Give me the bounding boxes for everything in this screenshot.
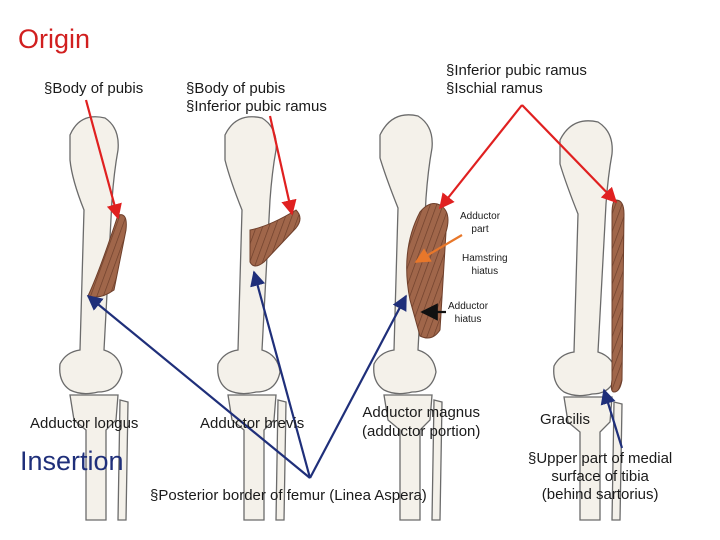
origin-label-brevis-line-1: §Body of pubis [186,80,286,97]
insertion-label-tibia: §Upper part of medial surface of tibia (… [528,450,672,504]
insertion-tibia-line-2: surface of tibia [551,468,649,485]
gracilis-name: Gracilis [540,411,591,428]
insertion-tibia-line-3: (behind sartorius) [541,486,659,503]
adductor-part-line-2: part [471,224,489,235]
adductor-hiatus-line-2: hiatus [454,314,482,325]
origin-label-longus: §Body of pubis [44,80,144,97]
insertion-arrow-gracilis [600,388,624,449]
origin-arrow-brevis [268,115,297,216]
adductor-magnus-name: Adductor magnus (adductor portion) [362,403,480,441]
femur-bone-3 [373,114,443,521]
insertion-arrow-magnus [309,294,407,479]
insertion-label-femur: §Posterior border of femur (Linea Aspera… [150,487,427,504]
hamstring-hiatus-line-2: hiatus [471,266,499,277]
origin-label-brevis: §Body of pubis §Inferior pubic ramus [186,80,327,116]
adductor-hiatus-label: Adductor hiatus [448,300,488,326]
adductor-brevis-muscle [249,209,301,267]
origin-label-magnus-gracilis-line-2: §Ischial ramus [446,80,543,97]
hamstring-hiatus-label: Hamstring hiatus [462,252,508,278]
insertion-tibia-line-1: §Upper part of medial [528,450,673,467]
origin-arrow-gracilis [521,104,618,204]
insertion-title: Insertion [20,446,124,476]
adductor-part-label: Adductor part [460,210,500,236]
adductor-magnus-line-1: Adductor magnus [362,404,480,421]
adductor-magnus-line-2: (adductor portion) [362,423,481,440]
adductor-hiatus-line-1: Adductor [448,301,489,312]
hamstring-hiatus-line-1: Hamstring [462,253,508,264]
origin-label-brevis-line-2: §Inferior pubic ramus [186,98,327,115]
adductor-longus-name: Adductor longus [30,415,139,432]
origin-arrow-magnus [439,104,523,210]
origin-arrow-longus [84,99,122,220]
origin-label-magnus-gracilis-line-1: §Inferior pubic ramus [446,62,587,79]
adductor-brevis-name: Adductor brevis [200,415,305,432]
insertion-arrow-brevis [250,270,312,479]
adductor-part-line-1: Adductor [460,211,501,222]
femur-bone-1 [59,116,129,521]
insertion-arrow-longus [86,295,311,479]
femur-bone-2 [217,116,287,521]
origin-title: Origin [18,24,91,54]
gracilis-muscle [610,199,625,393]
origin-label-magnus-gracilis: §Inferior pubic ramus §Ischial ramus [446,62,587,98]
hamstring-pointer-arrow [414,234,463,263]
